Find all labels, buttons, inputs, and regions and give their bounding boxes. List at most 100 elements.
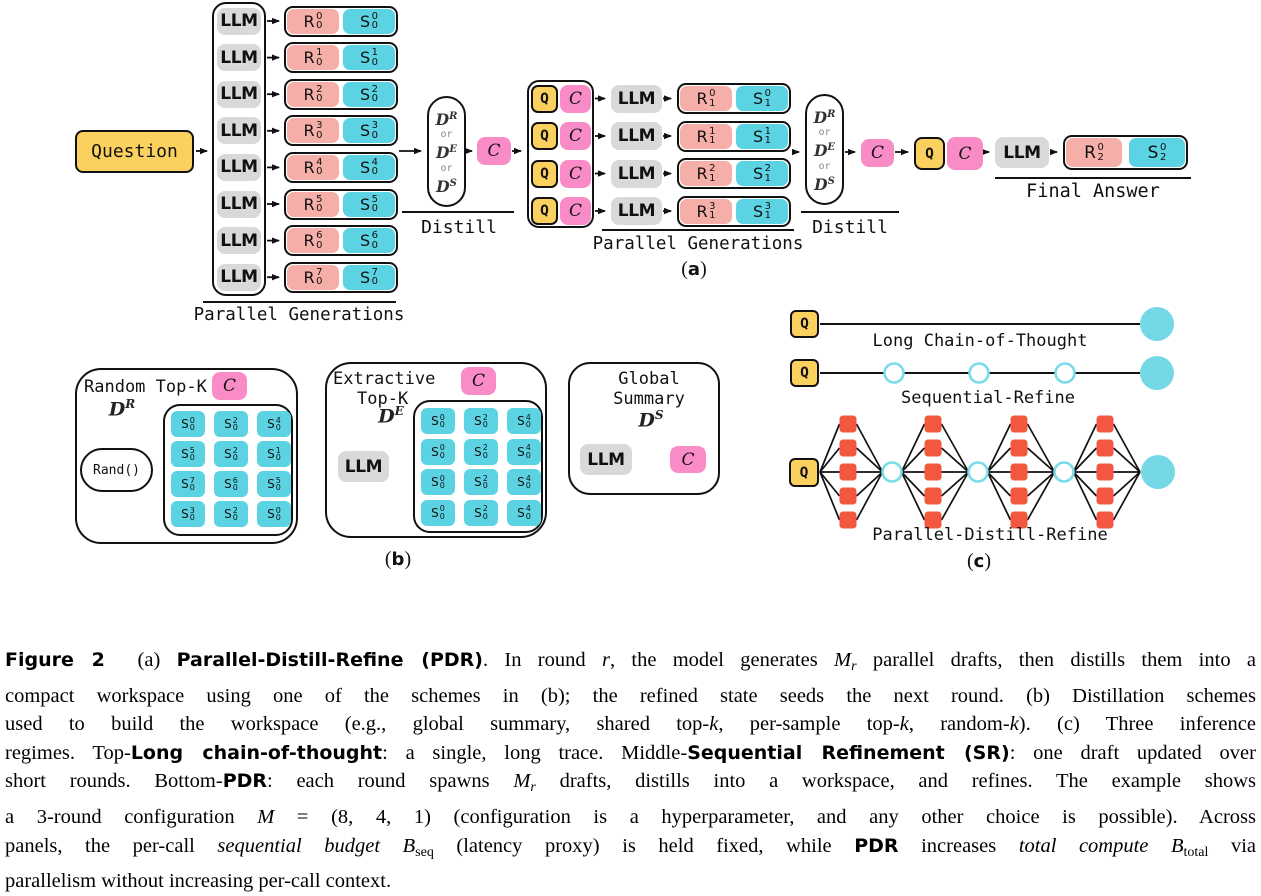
distill-label-2: Distill: [812, 217, 888, 238]
q-box: Q: [531, 122, 558, 150]
caption-segment: r: [530, 780, 536, 796]
caption-line: short rounds. Bottom-PDR: each round spa…: [5, 767, 1256, 803]
q-box: Q: [531, 197, 558, 225]
caption-segment: seq: [415, 844, 434, 860]
intermediate-state-circle: [883, 362, 905, 384]
sr-q-box: Q: [790, 359, 819, 387]
scheme-d-s: DS: [638, 408, 664, 432]
wire: [900, 471, 926, 521]
caption-segment: [1148, 835, 1171, 857]
wire: [819, 471, 841, 521]
caption-segment: panels, the per-call: [5, 834, 218, 857]
tag-paren: (: [681, 258, 688, 280]
extractive-c-chip: C: [461, 367, 496, 395]
wire: [1112, 423, 1141, 473]
caption-segment: k: [1009, 713, 1019, 736]
wire: [855, 447, 884, 473]
caption-segment: Figure 2: [5, 649, 105, 671]
caption-segment: compact workspace using one of the schem…: [5, 684, 1256, 707]
scheme-d-r: DR: [435, 110, 458, 130]
c-box: C: [560, 159, 591, 188]
extractive-title-line1: Extractive: [333, 369, 436, 389]
wire: [940, 471, 970, 521]
wire: [940, 423, 970, 473]
caption-segment: = (8, 4, 1) (configuration is a hyperpar…: [274, 805, 1256, 828]
scheme-d-r: DR: [813, 108, 836, 128]
tag-paren: ): [984, 550, 992, 572]
caption-segment: . In round: [482, 649, 602, 671]
draft-square: [924, 439, 942, 457]
draft-square: [1096, 415, 1114, 433]
caption-segment: M: [513, 770, 531, 793]
figure-caption: Figure 2 (a) Parallel-Distill-Refine (PD…: [5, 646, 1256, 896]
tag-paren: (: [966, 550, 974, 572]
caption-segment: PDR: [854, 834, 899, 857]
question-box: Question: [75, 130, 194, 173]
wire: [855, 423, 884, 473]
caption-segment: used to build the workspace (e.g., globa…: [5, 713, 710, 736]
draft-square: [1096, 511, 1114, 529]
draft-square: [1096, 439, 1114, 457]
wire: [819, 471, 841, 497]
c-box: C: [560, 122, 591, 150]
lcot-label: Long Chain-of-Thought: [872, 331, 1088, 351]
draft-square: [839, 487, 857, 505]
caption-segment: Long chain-of-thought: [130, 741, 383, 764]
intermediate-state-circle: [968, 362, 990, 384]
caption-line: panels, the per-call sequential budget B…: [5, 832, 1256, 868]
wire: [900, 423, 926, 473]
wire: [1026, 423, 1056, 473]
caption-line: Figure 2 (a) Parallel-Distill-Refine (PD…: [5, 646, 1256, 682]
caption-segment: PDR: [222, 770, 268, 793]
pdr-q-box: Q: [789, 458, 819, 487]
wire: [1026, 471, 1056, 497]
caption-segment: a 3-round configuration: [5, 805, 258, 828]
caption-segment: : one draft updated over: [1009, 741, 1256, 764]
or-text: or: [818, 160, 831, 172]
global-llm-box: LLM: [580, 444, 632, 475]
llm-box: LLM: [217, 117, 261, 145]
final-q-box: Q: [914, 137, 945, 170]
rand-function-oval: Rand(): [80, 448, 153, 492]
diagram-wires: [150, 17, 1175, 529]
caption-segment: Sequential Refinement (SR): [687, 741, 1010, 764]
caption-segment: , random-: [908, 713, 1010, 736]
underline-parallel-gen-0: [203, 301, 396, 304]
panel-c-tag: (c): [967, 550, 991, 573]
draft-square: [1010, 415, 1028, 433]
wire: [855, 471, 884, 497]
caption-segment: r: [601, 649, 610, 671]
random-c-chip: C: [212, 372, 247, 400]
